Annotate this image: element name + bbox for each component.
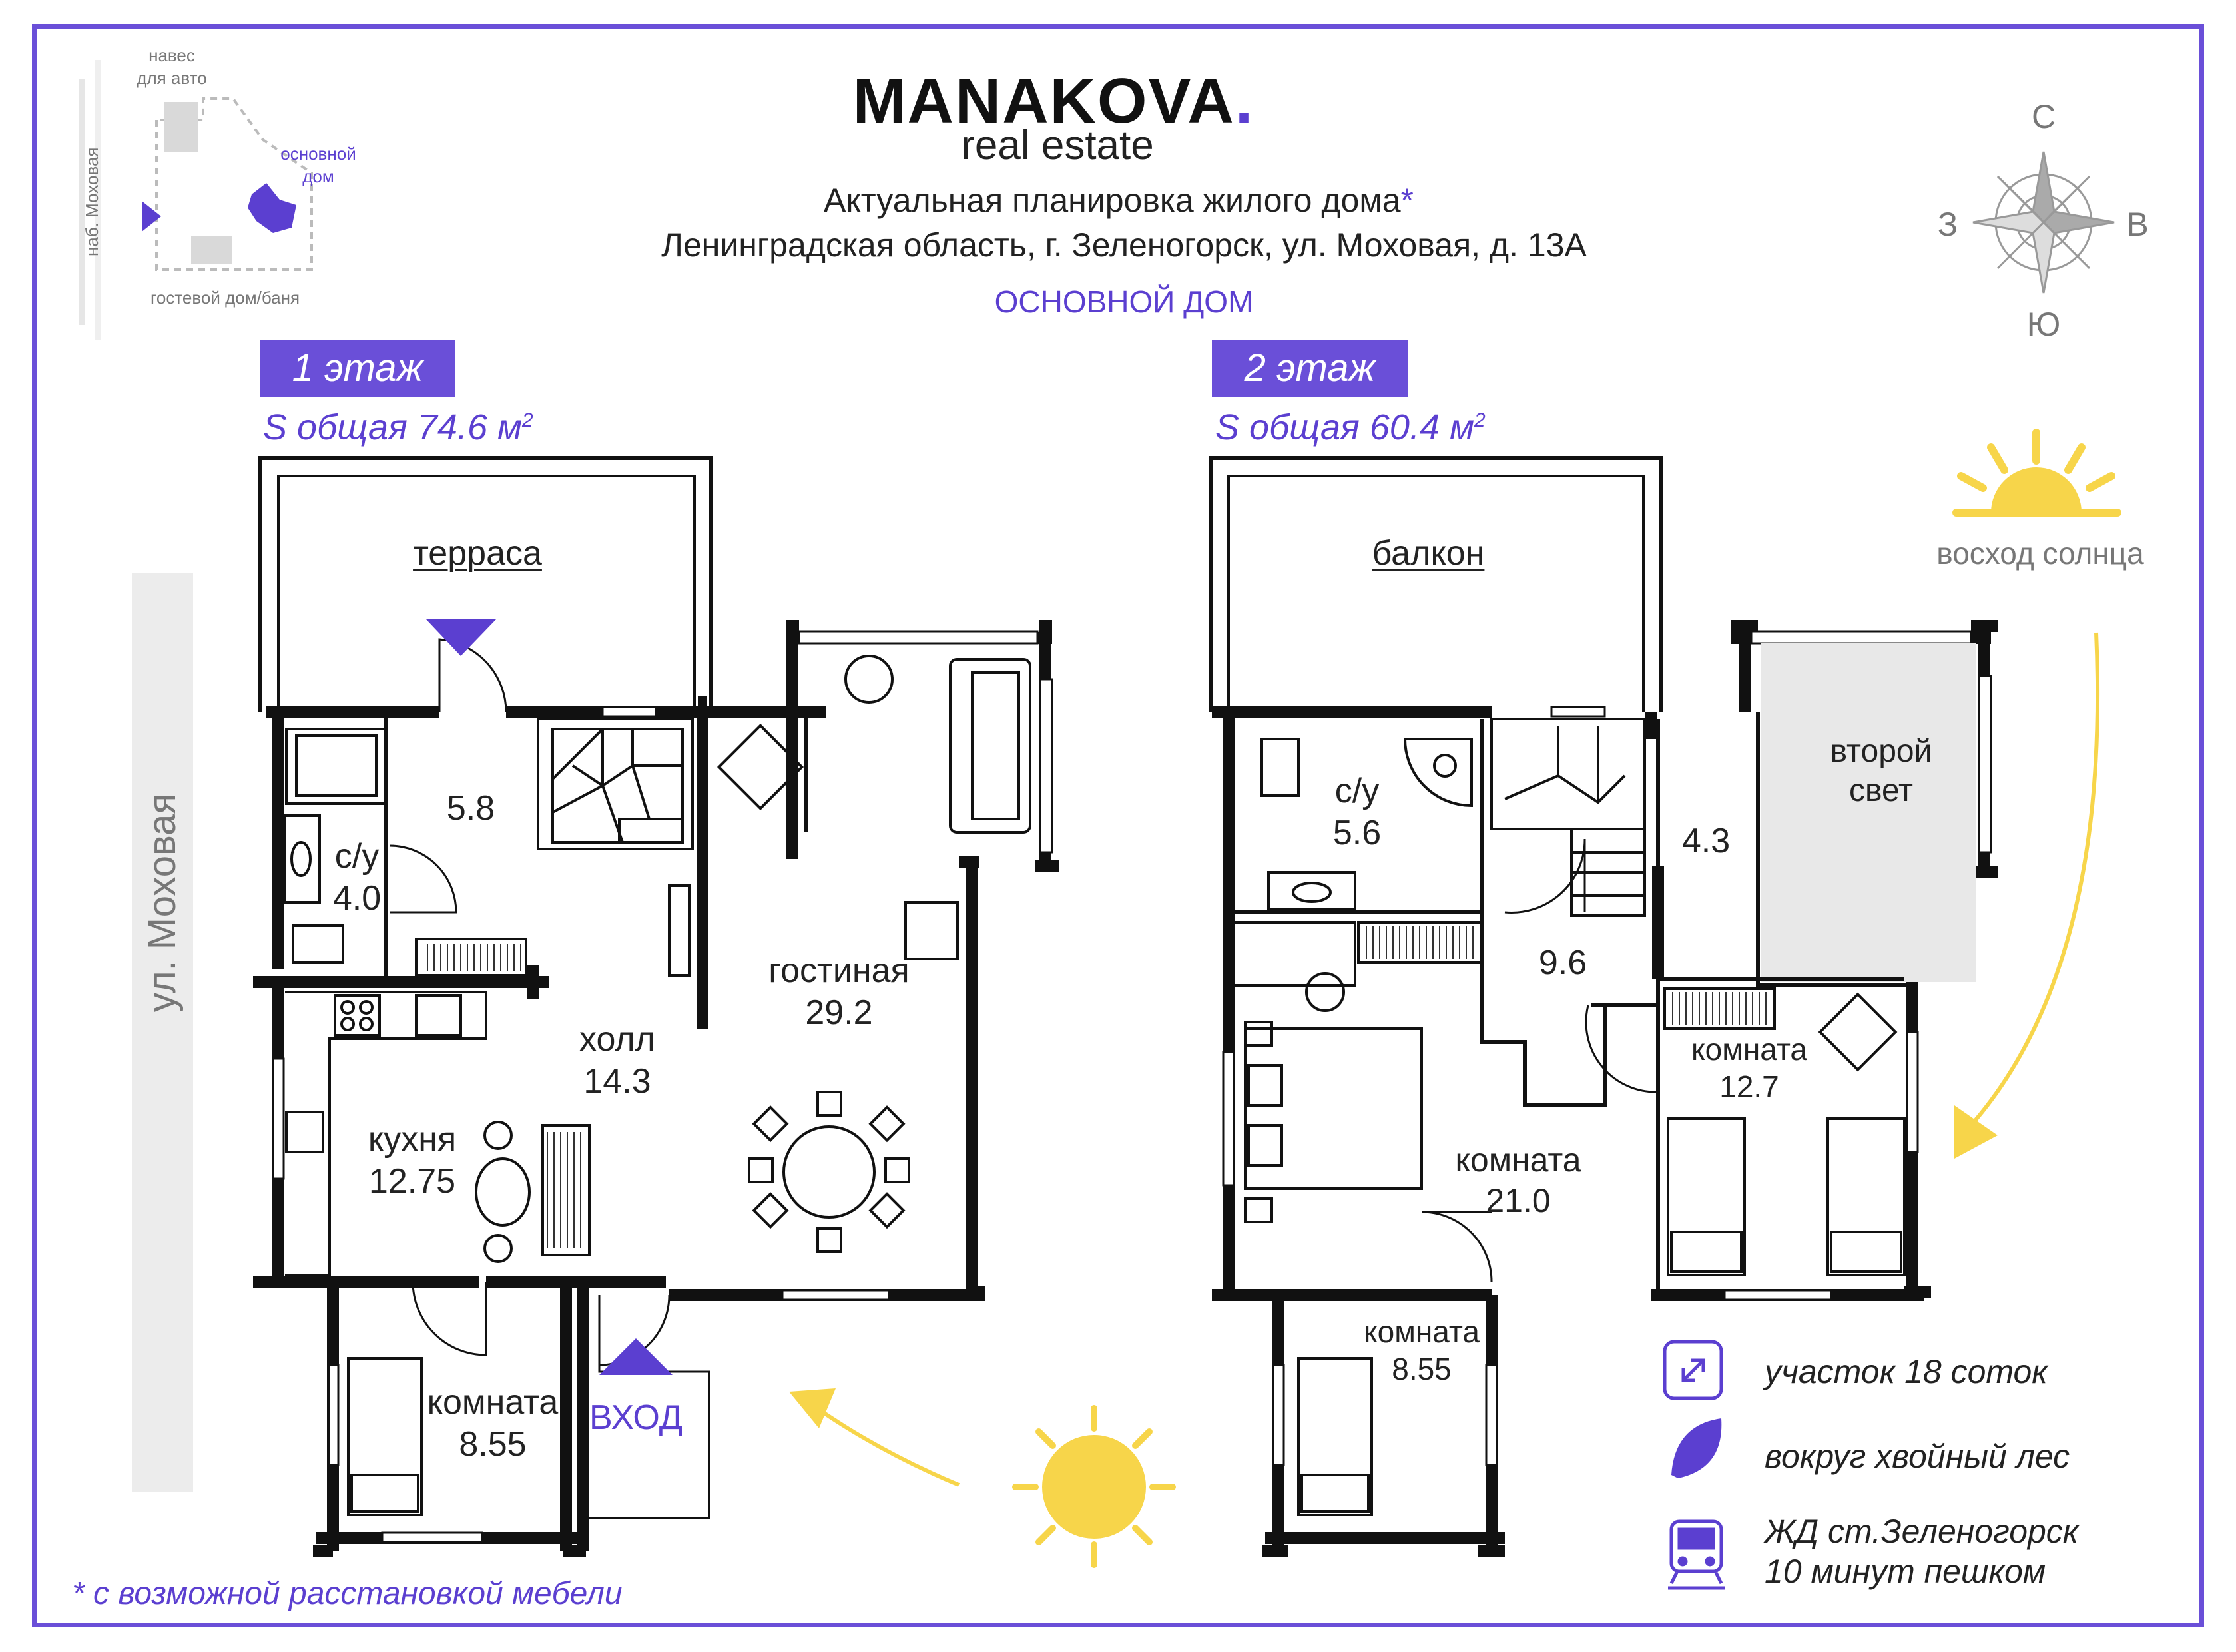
floor1-area: S общая 74.6 м2	[263, 408, 533, 447]
entrance-marker-icon	[599, 1338, 673, 1375]
feature-forest: вокруг хвойный лес	[1765, 1438, 2070, 1475]
guest-house-label: гостевой дом/баня	[150, 288, 300, 308]
tab-floor1[interactable]: 1 этаж	[260, 340, 455, 397]
page-frame	[32, 24, 2204, 1627]
compass-east: В	[2126, 206, 2149, 243]
guest-house-block	[191, 236, 232, 264]
entrance-label: ВХОД	[589, 1398, 683, 1437]
balcony-label: балкон	[1372, 534, 1485, 573]
brand-subtitle: real estate	[961, 123, 1154, 168]
expand-arrows-icon	[1663, 1340, 1723, 1400]
terrace-label: терраса	[413, 534, 542, 573]
sun-path-arrow-icon	[811, 632, 2100, 1487]
site-street-label: наб. Моховая	[82, 147, 102, 256]
feature-plot: участок 18 соток	[1765, 1353, 2048, 1390]
floor2-plan	[1209, 456, 1998, 1557]
street-strip	[132, 573, 193, 1492]
compass-south: Ю	[2026, 306, 2061, 343]
footnote: * с возможной расстановкой мебели	[72, 1576, 623, 1611]
canopy-label-1: навес	[148, 45, 195, 65]
floor2-area: S общая 60.4 м2	[1215, 408, 1486, 447]
leaf-icon	[1671, 1418, 1722, 1478]
brand-logo: MANAKOVA.	[852, 65, 1255, 137]
floor1-plan	[253, 456, 1059, 1557]
feature-train-walk: 10 минут пешком	[1765, 1553, 2046, 1590]
site-plan-map	[79, 60, 313, 340]
arrowhead-icon	[789, 1388, 836, 1428]
entry-marker-icon	[142, 201, 161, 232]
main-house-label-2: дом	[302, 166, 334, 186]
section-title: ОСНОВНОЙ ДОМ	[994, 284, 1254, 319]
compass-rose-icon	[1972, 151, 2115, 294]
sunrise-label: восход солнца	[1936, 536, 2144, 571]
hall2-area: 9.6	[1538, 944, 1587, 982]
header-address: Ленинградская область, г. Зеленогорск, у…	[661, 226, 1587, 264]
double-height-area	[1761, 643, 1976, 982]
compass-west: З	[1937, 206, 1958, 243]
sunrise-icon	[1952, 429, 2121, 517]
vestibule-area: 5.8	[446, 789, 495, 828]
door-marker-icon	[426, 619, 496, 656]
header-line1: Актуальная планировка жилого дома*	[824, 182, 1414, 219]
small-room-area: 4.3	[1681, 822, 1731, 860]
arrowhead-icon	[1954, 1105, 1998, 1159]
compass-north: С	[2031, 98, 2056, 135]
canopy-block	[164, 102, 198, 152]
sun-icon	[1012, 1405, 1176, 1568]
tab-floor2[interactable]: 2 этаж	[1212, 340, 1408, 397]
main-house-block	[248, 183, 296, 233]
main-house-label-1: основной	[280, 144, 356, 164]
canopy-label-2: для авто	[137, 68, 207, 88]
train-icon	[1668, 1519, 1725, 1590]
street-label: ул. Моховая	[140, 793, 184, 1012]
feature-train: ЖД ст.Зеленогорск	[1765, 1513, 2079, 1550]
